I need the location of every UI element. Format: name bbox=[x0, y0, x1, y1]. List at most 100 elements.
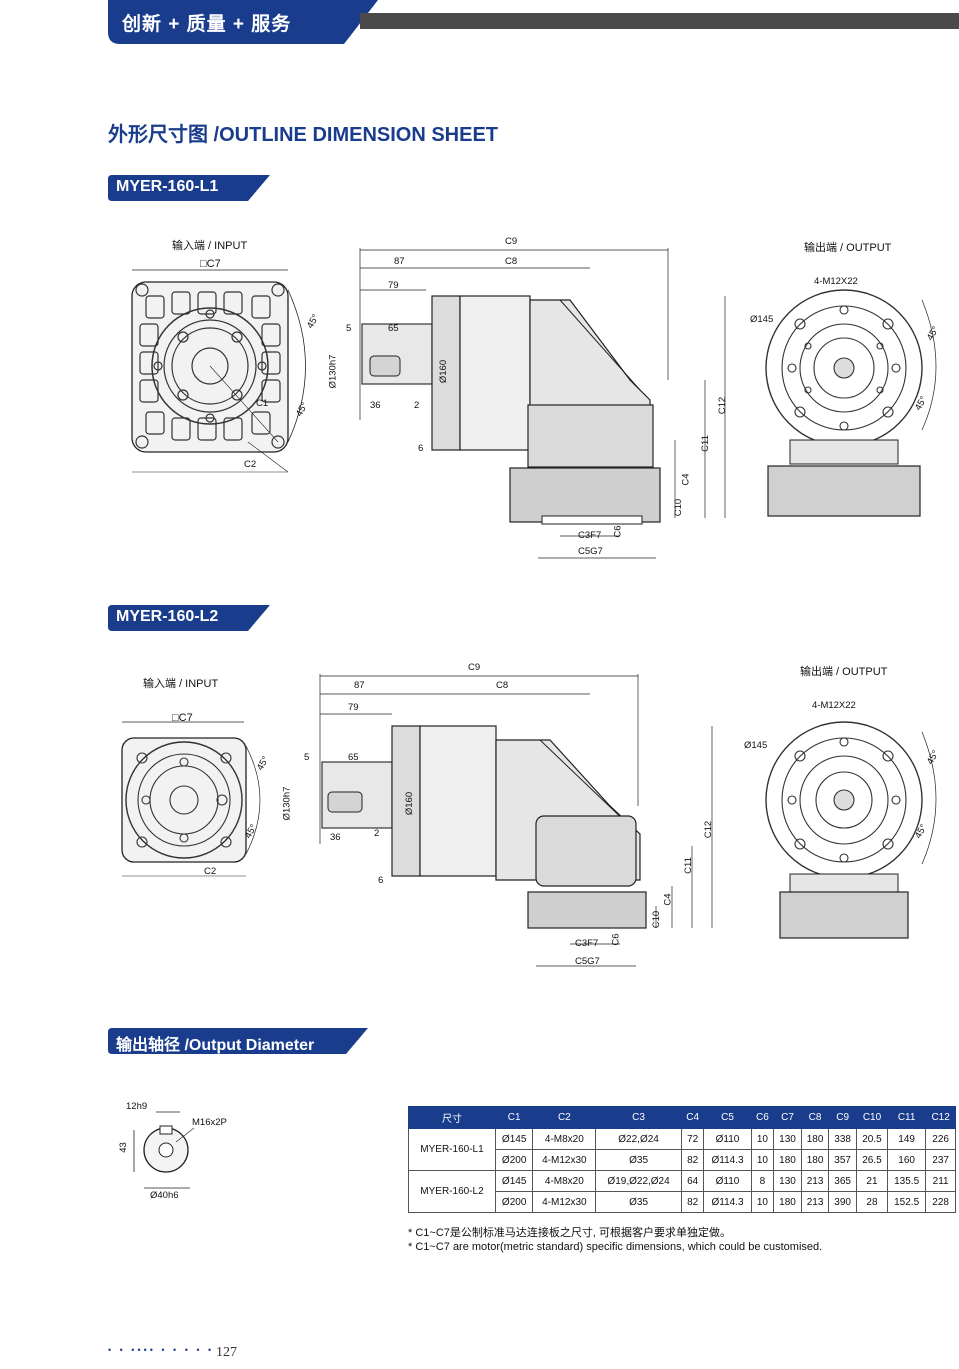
l2-c12: C12 bbox=[703, 820, 715, 839]
l2-input-view bbox=[121, 721, 261, 877]
cell: 237 bbox=[925, 1149, 956, 1171]
l1-87: 87 bbox=[394, 256, 405, 267]
cell: Ø114.3 bbox=[703, 1191, 752, 1213]
l2-output-label: 输出端 / OUTPUT bbox=[800, 666, 888, 678]
l2-c5: C5G7 bbox=[575, 956, 600, 967]
l1-input-label: 输入端 / INPUT bbox=[172, 240, 248, 252]
col-header: C4 bbox=[680, 1106, 705, 1129]
l1-79: 79 bbox=[388, 280, 399, 291]
col-header: C7 bbox=[773, 1106, 802, 1129]
cell: 135.5 bbox=[887, 1170, 927, 1192]
shaft-view bbox=[133, 1111, 195, 1189]
cell: Ø145 bbox=[494, 1170, 534, 1192]
cell: 10 bbox=[750, 1128, 775, 1150]
table-row: MYER-160-L2 Ø145 4-M8x20 Ø19,Ø22,Ø24 64 … bbox=[408, 1170, 956, 1213]
col-header: 尺寸 bbox=[408, 1106, 496, 1129]
cell: 82 bbox=[680, 1149, 705, 1171]
cell: Ø35 bbox=[595, 1149, 682, 1171]
l2-c7-label: □C7 bbox=[172, 712, 193, 724]
cell: 130 bbox=[773, 1128, 802, 1150]
l1-c11: C11 bbox=[699, 435, 711, 452]
cell: 72 bbox=[680, 1128, 705, 1150]
note-cn: * C1~C7是公制标准马达连接板之尺寸, 可根据客户要求单独定做。 bbox=[408, 1227, 731, 1239]
l1-c10: C10 bbox=[673, 498, 685, 517]
l1-d145: Ø145 bbox=[750, 314, 774, 325]
cell: 10 bbox=[750, 1149, 775, 1171]
l1-output-view bbox=[765, 289, 937, 517]
col-header: C1 bbox=[494, 1106, 534, 1129]
shaft-d40-label: Ø40h6 bbox=[150, 1190, 179, 1201]
cell: 82 bbox=[680, 1191, 705, 1213]
col-header: C2 bbox=[532, 1106, 597, 1129]
cell: 365 bbox=[828, 1170, 857, 1192]
shaft-12-label: 12h9 bbox=[126, 1101, 148, 1112]
cell: 130 bbox=[773, 1170, 802, 1192]
cell: 4-M12x30 bbox=[532, 1191, 597, 1213]
table-row: Ø200 4-M12x30 Ø35 82 Ø114.3 10 180 213 3… bbox=[409, 1191, 956, 1213]
header-bar bbox=[360, 13, 959, 29]
l1-c1-label: C1 bbox=[256, 398, 269, 409]
l2-87: 87 bbox=[354, 680, 365, 691]
col-header: C10 bbox=[855, 1106, 889, 1129]
cell: 213 bbox=[800, 1191, 830, 1213]
header-tab bbox=[108, 0, 378, 44]
cell: Ø110 bbox=[703, 1128, 752, 1150]
shaft-43-label: 43 bbox=[117, 1142, 129, 1153]
col-header: C6 bbox=[750, 1106, 775, 1129]
l1-d160: Ø160 bbox=[438, 359, 450, 384]
section-badge-l2 bbox=[108, 605, 270, 631]
l1-6: 6 bbox=[418, 443, 424, 454]
col-header: C8 bbox=[800, 1106, 830, 1129]
cell: Ø22,Ø24 bbox=[595, 1128, 682, 1150]
l1-2: 2 bbox=[414, 400, 420, 411]
l2-36: 36 bbox=[330, 832, 341, 843]
model-cell: MYER-160-L1 bbox=[408, 1128, 496, 1171]
col-header: C5 bbox=[703, 1106, 752, 1129]
l2-79: 79 bbox=[348, 702, 359, 713]
l2-6: 6 bbox=[378, 875, 384, 886]
cell: 8 bbox=[750, 1170, 775, 1192]
cell: Ø35 bbox=[595, 1191, 682, 1213]
l1-side-view bbox=[359, 248, 726, 559]
cell: 338 bbox=[828, 1128, 857, 1150]
cell: 228 bbox=[925, 1191, 956, 1213]
cell: 21 bbox=[855, 1170, 889, 1192]
l1-c8: C8 bbox=[505, 256, 518, 267]
cell: 152.5 bbox=[887, 1191, 927, 1213]
header-tab-text: 创新 + 质量 + 服务 bbox=[122, 14, 292, 35]
table-row: MYER-160-L1 Ø145 4-M8x20 Ø22,Ø24 72 Ø110… bbox=[408, 1128, 956, 1171]
l1-c5: C5G7 bbox=[578, 546, 603, 557]
l2-c2-label: C2 bbox=[204, 866, 217, 877]
cell: 4-M8x20 bbox=[532, 1128, 597, 1150]
page-number: 127 bbox=[216, 1345, 237, 1360]
l1-c9: C9 bbox=[505, 236, 518, 247]
l1-input-view bbox=[131, 269, 306, 473]
shaft-m16-label: M16x2P bbox=[192, 1117, 227, 1128]
l2-c10: C10 bbox=[651, 910, 663, 929]
l2-c3: C3F7 bbox=[575, 938, 599, 949]
col-header: C12 bbox=[925, 1106, 956, 1129]
cell: Ø145 bbox=[494, 1128, 534, 1150]
l2-output-view bbox=[765, 721, 937, 939]
cell: 4-M8x20 bbox=[532, 1170, 597, 1192]
l1-output-label: 输出端 / OUTPUT bbox=[804, 242, 892, 254]
l1-c2-label: C2 bbox=[244, 459, 257, 470]
section-title-l2: MYER-160-L2 bbox=[116, 608, 219, 625]
l2-5: 5 bbox=[304, 752, 310, 763]
model-cell: MYER-160-L2 bbox=[408, 1170, 496, 1213]
section-title-output: 输出轴径 /Output Diameter bbox=[116, 1037, 315, 1054]
l1-65: 65 bbox=[388, 323, 399, 334]
cell: 28 bbox=[855, 1191, 889, 1213]
l2-side-view bbox=[319, 674, 713, 967]
col-header: C9 bbox=[828, 1106, 857, 1129]
l1-m12: 4-M12X22 bbox=[814, 276, 858, 287]
page-title: 外形尺寸图 /OUTLINE DIMENSION SHEET bbox=[108, 124, 499, 146]
cell: Ø200 bbox=[494, 1149, 534, 1171]
footer-dots: • • •••• • • • • • bbox=[108, 1345, 215, 1355]
l2-c4: C4 bbox=[662, 893, 674, 906]
cell: 211 bbox=[925, 1170, 956, 1192]
cell: 180 bbox=[800, 1128, 830, 1150]
cell: 20.5 bbox=[855, 1128, 889, 1150]
l2-c9: C9 bbox=[468, 662, 481, 673]
cell: 180 bbox=[773, 1149, 802, 1171]
